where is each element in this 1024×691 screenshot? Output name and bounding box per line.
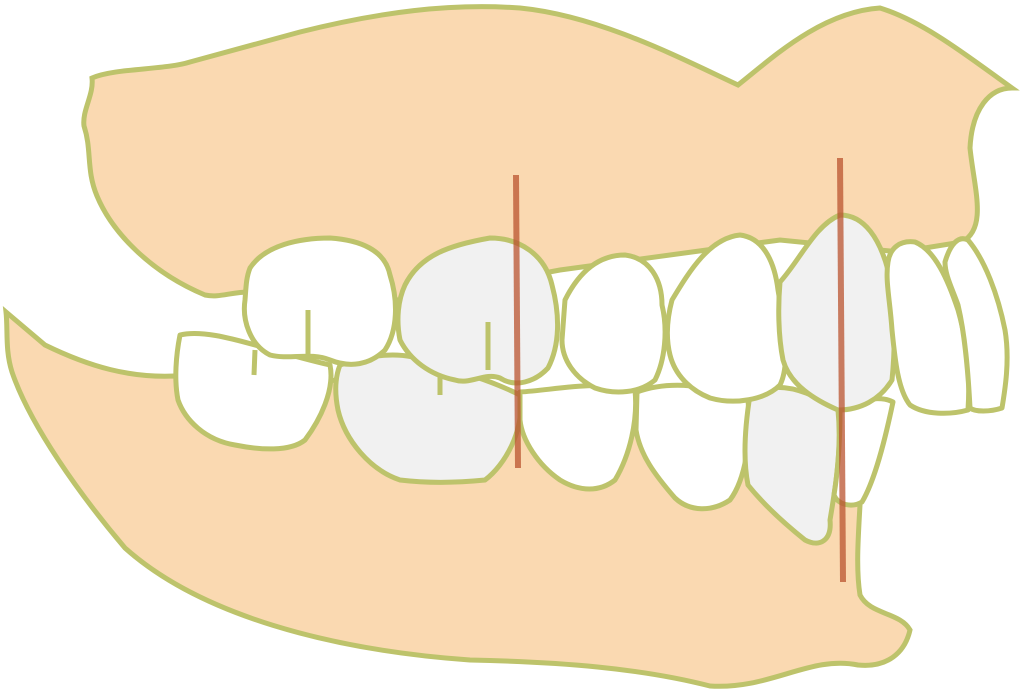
upper-jaw-gum bbox=[81, 4, 1020, 303]
upper-premolar-1 bbox=[664, 232, 789, 404]
reference-line-premolar bbox=[513, 174, 521, 469]
reference-line-canine bbox=[837, 157, 846, 583]
upper-premolar-2 bbox=[559, 252, 668, 395]
lower-incisor bbox=[831, 396, 896, 508]
upper-canine bbox=[776, 212, 897, 413]
upper-molar-2 bbox=[241, 235, 398, 367]
lower-teeth bbox=[173, 330, 896, 546]
upper-teeth bbox=[241, 212, 1010, 416]
upper-lateral-incisor bbox=[942, 236, 1010, 414]
tooth-cusp-line bbox=[251, 349, 258, 376]
